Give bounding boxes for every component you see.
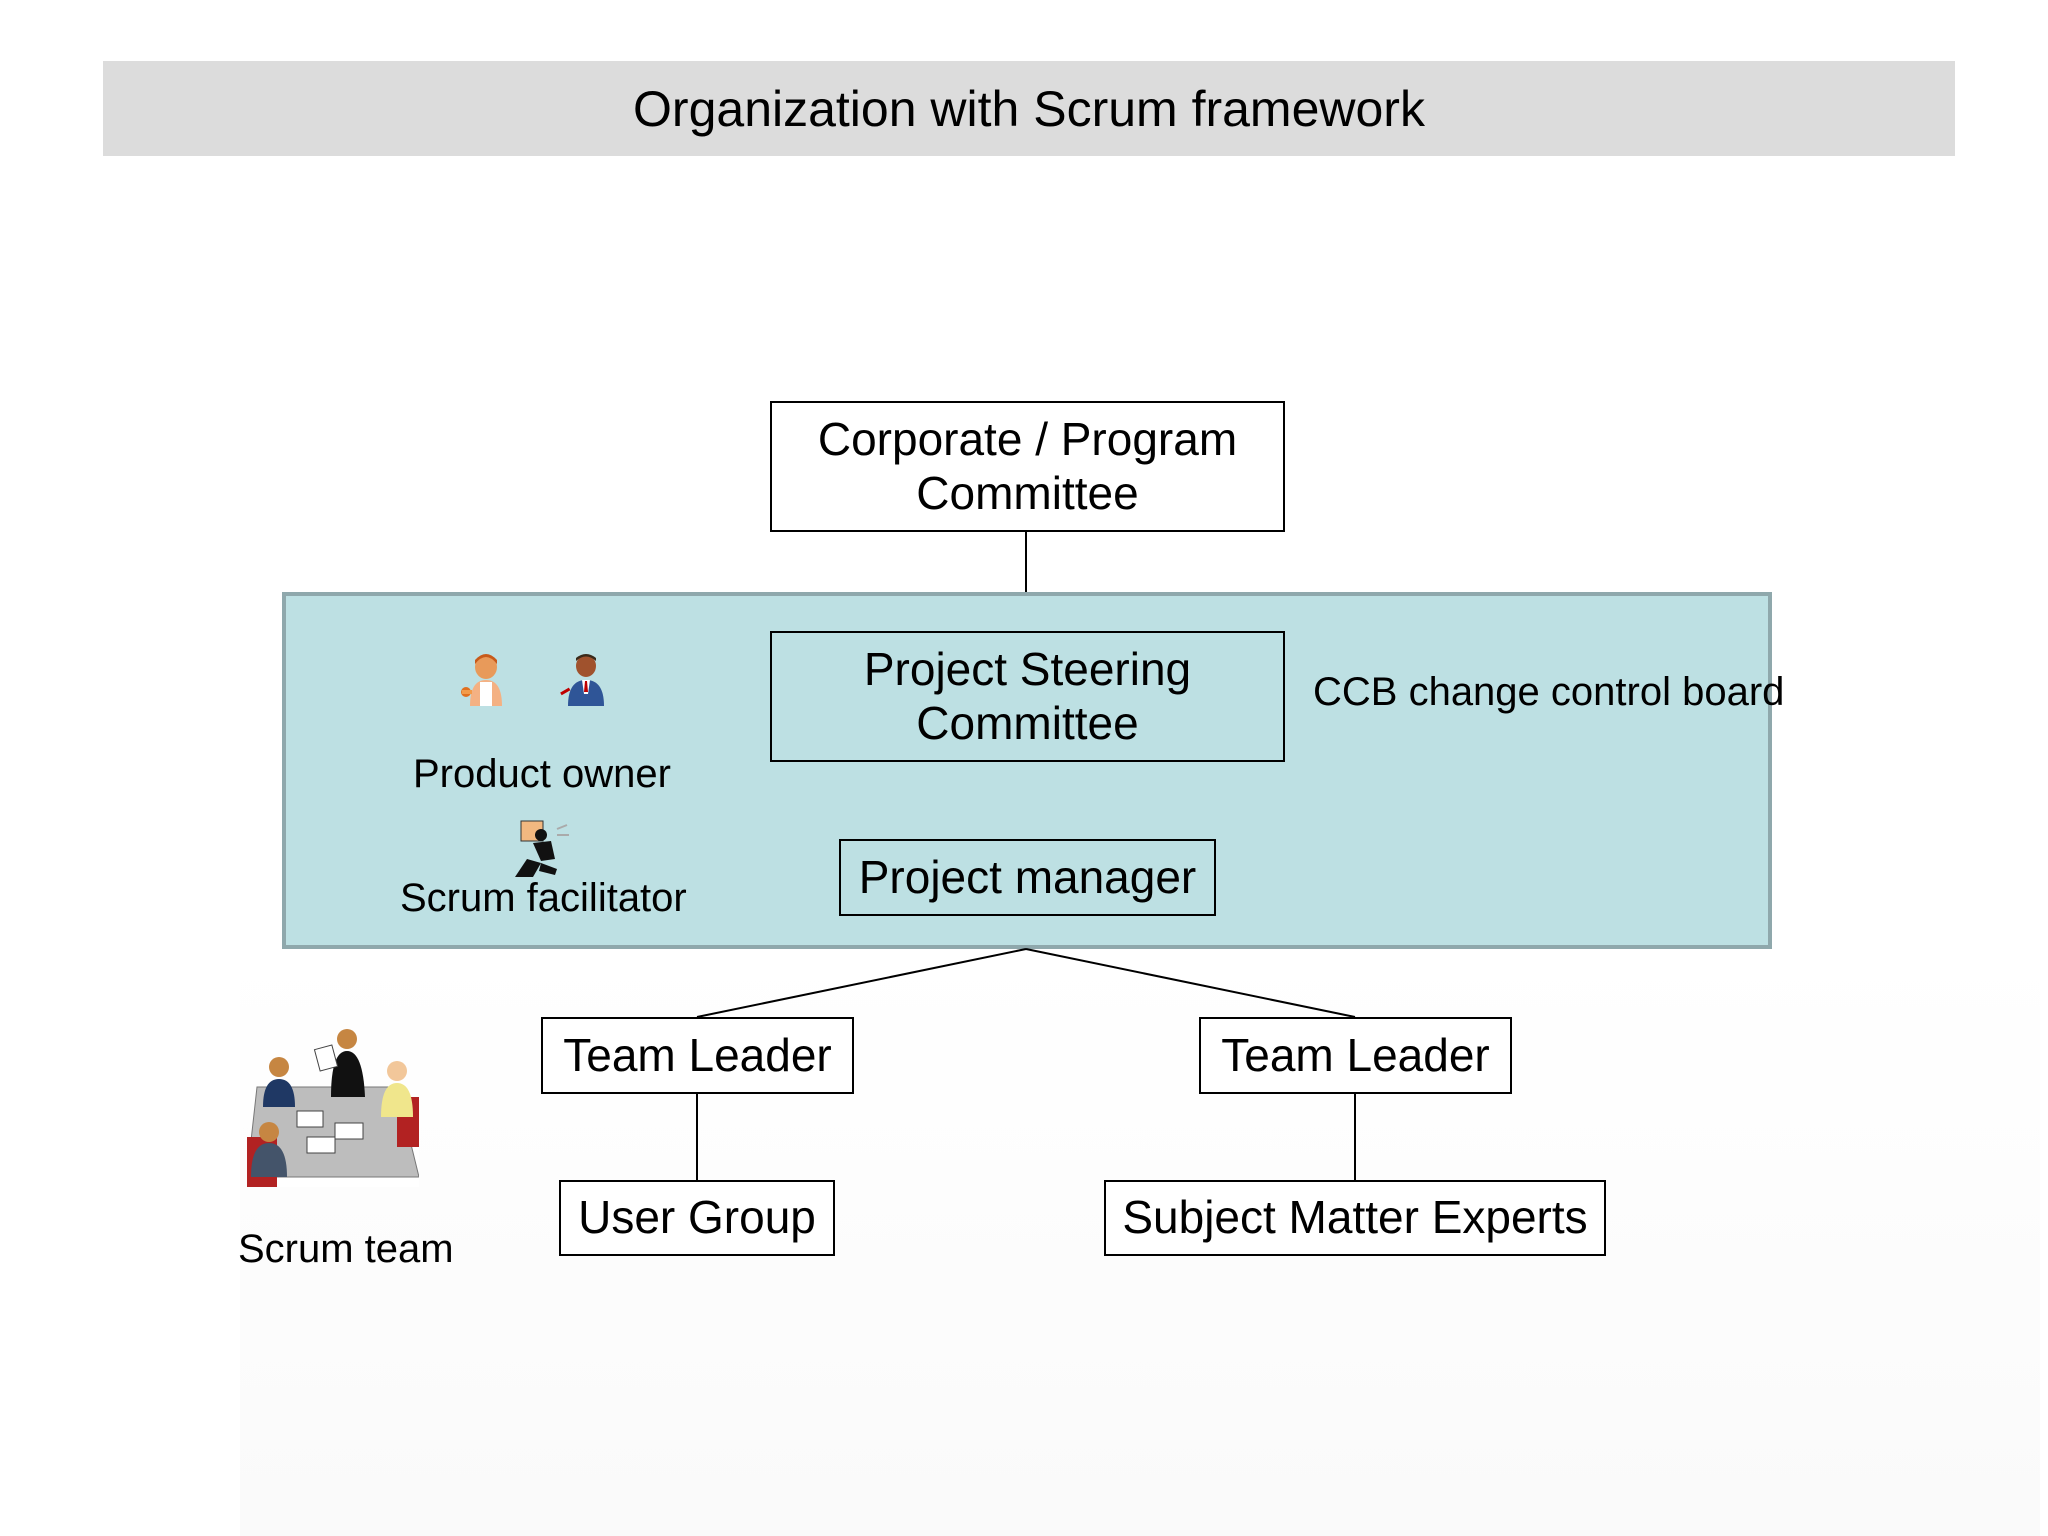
businessman-icon — [560, 654, 604, 706]
ccb-region — [282, 592, 1772, 949]
corporate-committee-box: Corporate / Program Committee — [770, 401, 1285, 532]
user-group-label: User Group — [578, 1191, 816, 1244]
ccb-label: CCB change control board — [1313, 670, 1785, 714]
presenter-icon — [515, 820, 569, 877]
product-owner-label: Product owner — [413, 752, 671, 796]
user-group-box: User Group — [559, 1180, 835, 1256]
team-leader-right-label: Team Leader — [1221, 1028, 1490, 1081]
slide-title: Organization with Scrum framework — [633, 80, 1425, 137]
team-leader-left-box: Team Leader — [541, 1017, 854, 1094]
scrum-facilitator-label: Scrum facilitator — [400, 876, 687, 920]
steering-committee-label: Project Steering Committee — [863, 642, 1192, 749]
businesswoman-icon — [461, 654, 502, 706]
connector-pm-right-leader — [1025, 948, 1356, 1018]
meeting-table-icon — [247, 1029, 419, 1187]
scrum-team-label: Scrum team — [238, 1227, 454, 1271]
slide-title-bar: Organization with Scrum framework — [103, 61, 1955, 156]
connector-pm-left-leader — [696, 948, 1027, 1018]
project-manager-label: Project manager — [858, 850, 1197, 903]
team-leader-left-label: Team Leader — [563, 1028, 832, 1081]
team-leader-right-box: Team Leader — [1199, 1017, 1512, 1094]
steering-committee-box: Project Steering Committee — [770, 631, 1285, 762]
sme-label: Subject Matter Experts — [1122, 1191, 1588, 1244]
corporate-committee-label: Corporate / Program Committee — [817, 412, 1238, 519]
sme-box: Subject Matter Experts — [1104, 1180, 1606, 1256]
project-manager-box: Project manager — [839, 839, 1216, 916]
